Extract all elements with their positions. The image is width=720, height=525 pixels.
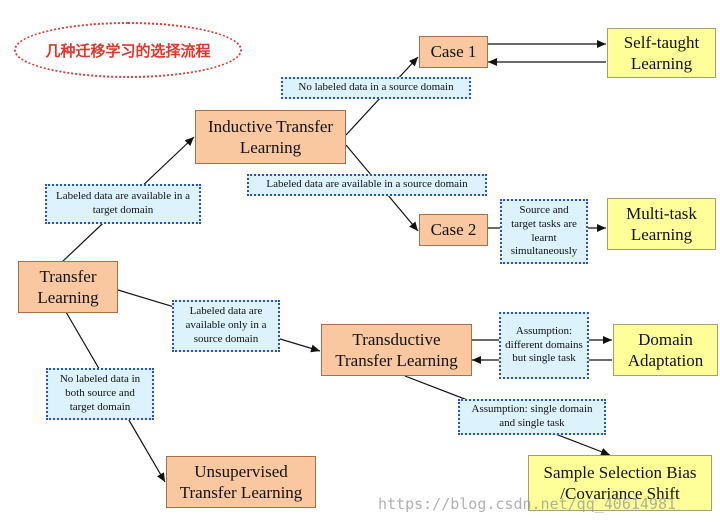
node-unsupervised-transfer-learning: Unsupervised Transfer Learning	[166, 456, 316, 508]
label-no-labeled-source-domain: No labeled data in a source domain	[281, 77, 471, 99]
node-domain-adaptation: Domain Adaptation	[613, 324, 718, 376]
label-assumption-different-domains: Assumption: different domains but single…	[499, 312, 589, 379]
node-inductive-transfer-learning: Inductive Transfer Learning	[195, 110, 346, 164]
diagram-title: 几种迁移学习的选择流程	[14, 22, 242, 78]
node-transductive-transfer-learning: Transductive Transfer Learning	[321, 324, 472, 376]
node-sample-selection-bias: Sample Selection Bias /Covariance Shift	[528, 455, 712, 511]
label-source-target-tasks-simultaneous: Source and target tasks are learnt simul…	[500, 199, 588, 264]
watermark-url: https://blog.csdn.net/qq_40614981	[378, 495, 677, 513]
node-case-1: Case 1	[419, 36, 488, 68]
label-labeled-only-source-domain: Labeled data are available only in a sou…	[172, 300, 280, 352]
node-case-2: Case 2	[419, 214, 488, 246]
label-assumption-single-domain: Assumption: single domain and single tas…	[458, 399, 606, 435]
node-multi-task-learning: Multi-task Learning	[607, 198, 716, 250]
node-self-taught-learning: Self-taught Learning	[607, 28, 716, 78]
label-labeled-source-domain: Labeled data are available in a source d…	[247, 174, 487, 196]
node-transfer-learning: Transfer Learning	[18, 261, 118, 313]
label-no-labeled-both-domains: No labeled data in both source and targe…	[46, 368, 154, 420]
label-labeled-target-domain: Labeled data are available in a target d…	[45, 184, 201, 224]
